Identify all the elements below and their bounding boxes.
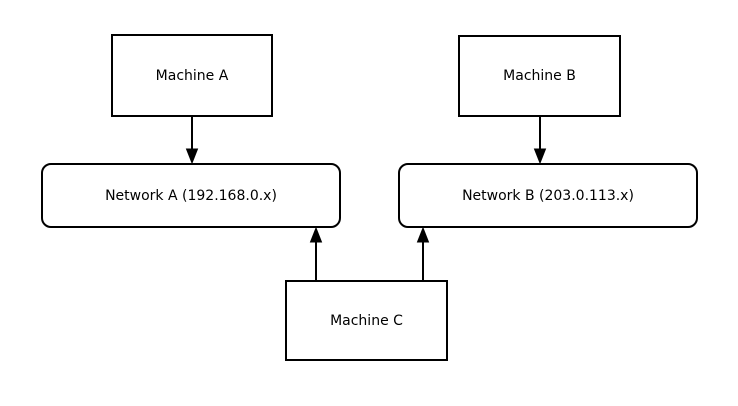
edge-machine-a-to-network-a <box>185 117 199 165</box>
node-machine-a: Machine A <box>111 34 273 117</box>
node-machine-c-label: Machine C <box>330 312 403 329</box>
node-network-b: Network B (203.0.113.x) <box>398 163 698 228</box>
node-machine-a-label: Machine A <box>155 67 229 84</box>
edge-machine-c-to-network-b <box>416 226 430 280</box>
node-machine-c: Machine C <box>285 280 448 361</box>
node-network-a-label: Network A (192.168.0.x) <box>105 187 277 204</box>
node-machine-b: Machine B <box>458 35 621 117</box>
node-machine-b-label: Machine B <box>503 68 576 84</box>
node-network-a: Network A (192.168.0.x) <box>41 163 341 228</box>
node-network-b-label: Network B (203.0.113.x) <box>462 187 634 204</box>
edge-machine-c-to-network-a <box>309 226 323 280</box>
edge-machine-b-to-network-b <box>533 117 547 165</box>
